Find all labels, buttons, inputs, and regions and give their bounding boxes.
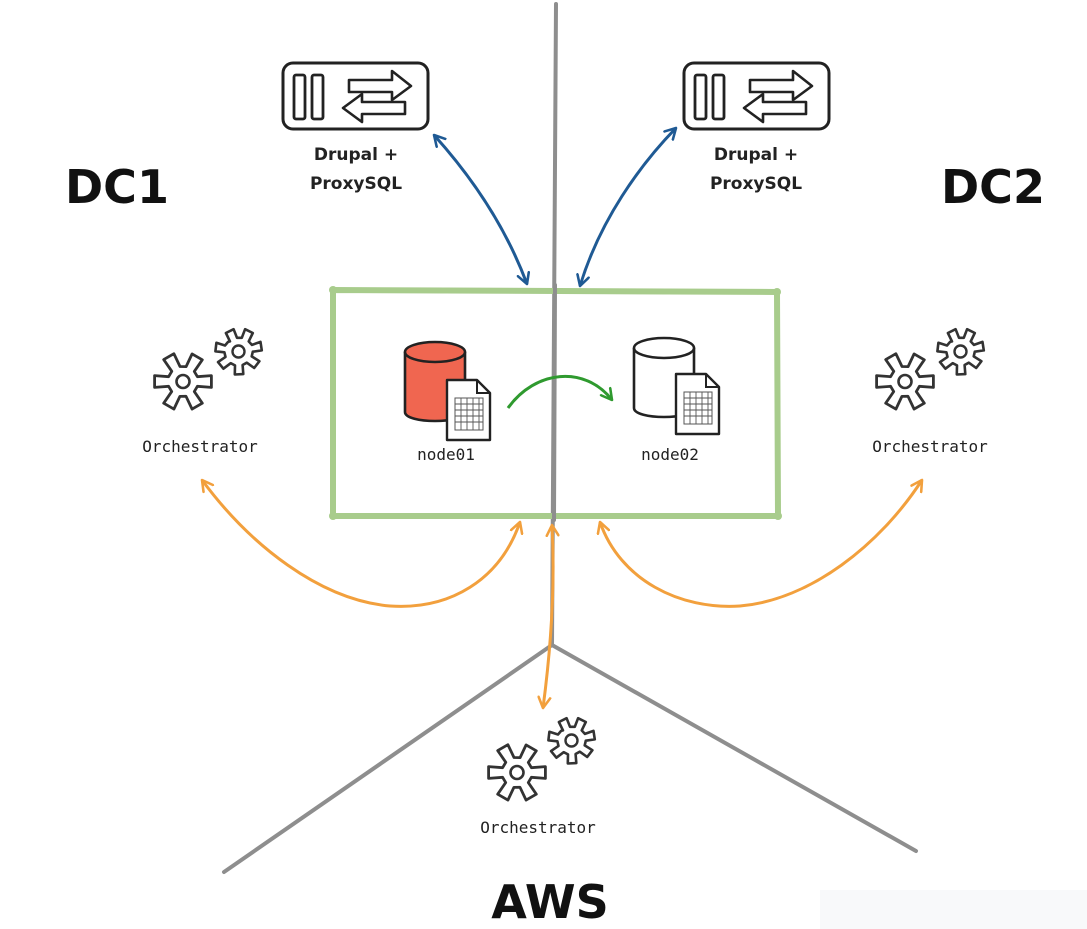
app-link-dc2: [580, 128, 676, 286]
node01: node01: [403, 340, 492, 464]
orchestrator-dc1: Orchestrator: [142, 327, 264, 456]
orchestrator-aws: Orchestrator: [480, 716, 597, 837]
orchestrator-link-dc2: [600, 480, 922, 608]
app-server-dc1: Drupal + ProxySQL: [281, 61, 430, 194]
gears-icon: [875, 327, 986, 411]
region-label-dc2: DC2: [941, 160, 1045, 214]
divider-over-cluster: [552, 283, 557, 522]
node02-label: node02: [641, 445, 699, 464]
orchestrator-dc2: Orchestrator: [872, 327, 988, 456]
document-icon: [674, 372, 721, 436]
gears-icon: [487, 716, 597, 802]
node02: node02: [632, 336, 721, 464]
orchestrator-link-dc1: [202, 480, 520, 608]
app-link-dc1: [434, 135, 527, 284]
orchestrator-dc2-label: Orchestrator: [872, 437, 988, 456]
divider-dc2-aws: [550, 643, 918, 853]
gears-icon: [153, 327, 264, 411]
orchestrator-aws-label: Orchestrator: [480, 818, 596, 837]
app-server-icon: [682, 61, 831, 131]
orchestrator-dc1-label: Orchestrator: [142, 437, 258, 456]
app-server-dc2: Drupal + ProxySQL: [682, 61, 831, 194]
app-server-icon: [281, 61, 430, 131]
replication-arrow: [506, 375, 612, 409]
region-label-aws: AWS: [491, 875, 608, 929]
node01-label: node01: [417, 445, 475, 464]
app-label-dc1-line1: Drupal +: [314, 145, 398, 165]
app-label-dc2-line1: Drupal +: [714, 145, 798, 165]
region-label-dc1: DC1: [65, 160, 169, 214]
app-label-dc1-line2: ProxySQL: [310, 174, 402, 194]
app-label-dc2-line2: ProxySQL: [710, 174, 802, 194]
divider-dc1-aws: [222, 643, 554, 874]
corner-fade: [820, 890, 1087, 929]
document-icon: [445, 378, 492, 442]
orchestrator-link-aws: [543, 525, 553, 708]
